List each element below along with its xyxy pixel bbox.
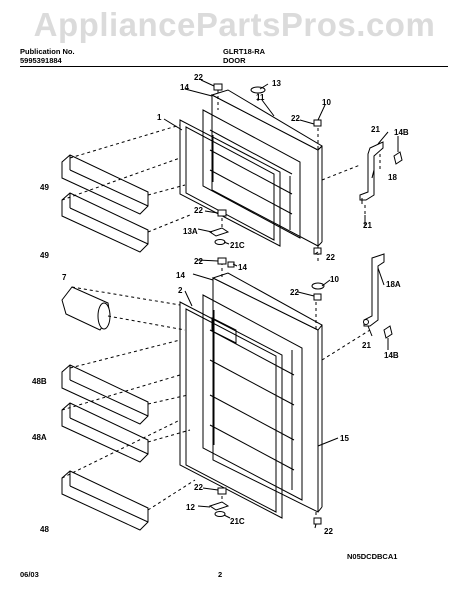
callout-18: 18 — [388, 173, 397, 182]
callout-10-lower: 10 — [330, 275, 339, 284]
fresh-food-hardware — [208, 257, 325, 525]
freezer-door-shelf-49-b — [61, 192, 149, 253]
callout-12: 13 — [272, 79, 281, 88]
callout-22-a: 22 — [194, 73, 203, 82]
callout-18a: 18A — [386, 280, 401, 289]
freezer-door-outer-11 — [210, 89, 323, 247]
header-rule — [20, 66, 448, 67]
callout-22-b: 22 — [291, 114, 300, 123]
callout-48b: 48B — [32, 377, 47, 386]
callout-22-d: 22 — [326, 253, 335, 262]
callout-14b-lower: 14B — [384, 351, 399, 360]
callout-14-lower-a: 14 — [238, 263, 247, 272]
fresh-food-door-liner — [202, 294, 303, 501]
callout-48a: 48A — [32, 433, 47, 442]
part-callouts: 14 22 13 11 1 10 22 21 14B 18 21 49 49 2… — [32, 73, 409, 536]
upper-hinge-cover-14b — [393, 151, 403, 165]
callout-1: 1 — [157, 113, 162, 122]
publication-number: 5995391884 — [20, 56, 62, 65]
callout-21c-lower: 21C — [230, 517, 245, 526]
freezer-door-shelf-49-a — [61, 154, 149, 215]
callout-21-a: 21 — [371, 125, 380, 134]
callout-22-c: 22 — [194, 206, 203, 215]
callout-22-g: 22 — [194, 483, 203, 492]
freezer-door-liner — [202, 109, 301, 239]
fresh-food-door-gasket-2 — [179, 301, 283, 519]
dairy-compartment-7 — [61, 286, 111, 331]
leader-lines — [163, 79, 399, 529]
callout-7: 7 — [62, 273, 67, 282]
callout-49-a: 49 — [40, 183, 49, 192]
callout-14-upper: 14 — [180, 83, 189, 92]
lower-hinge-18a — [363, 253, 385, 327]
page-number: 2 — [218, 570, 223, 579]
callout-14-lower-b: 14 — [176, 271, 185, 280]
callout-49-b: 49 — [40, 251, 49, 260]
fresh-food-guide-lines — [61, 262, 371, 520]
freezer-door-gasket-1 — [179, 119, 281, 247]
upper-hinge-18 — [359, 141, 384, 204]
diagram-code: N05DCDBCA1 — [347, 552, 398, 561]
model-number: GLRT18-RA — [223, 47, 266, 56]
freezer-hardware — [208, 83, 322, 255]
callout-21-b: 21 — [363, 221, 372, 230]
footer-date: 06/03 — [20, 570, 39, 579]
callout-21-c: 21 — [362, 341, 371, 350]
callout-22-f: 22 — [290, 288, 299, 297]
callout-11: 11 — [256, 93, 265, 102]
callout-22-h: 22 — [324, 527, 333, 536]
callout-21c-upper: 21C — [230, 241, 245, 250]
fresh-food-door-shelf-48b — [61, 364, 149, 425]
freezer-guide-lines — [61, 90, 381, 262]
callout-15: 15 — [340, 434, 349, 443]
callout-2: 2 — [178, 286, 183, 295]
callout-13a: 13A — [183, 227, 198, 236]
callout-13: 12 — [186, 503, 195, 512]
watermark: AppliancePartsPros.com — [33, 6, 436, 43]
publication-label: Publication No. — [20, 47, 75, 56]
fresh-food-door-shelf-48a — [61, 402, 149, 463]
fresh-food-door-shelf-48 — [61, 470, 149, 531]
callout-10-upper: 10 — [322, 98, 331, 107]
lower-hinge-cover-14b — [383, 325, 393, 339]
section-title: DOOR — [223, 56, 246, 65]
callout-14b-upper: 14B — [394, 128, 409, 137]
callout-22-e: 22 — [194, 257, 203, 266]
callout-48: 48 — [40, 525, 49, 534]
